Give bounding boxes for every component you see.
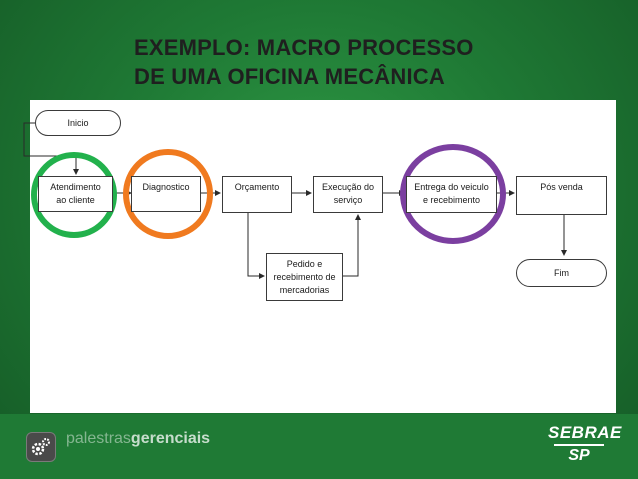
title-line-2: DE UMA OFICINA MECÂNICA bbox=[134, 64, 445, 89]
step-pos-venda: Pós venda bbox=[516, 176, 607, 215]
step-label: mercadorias bbox=[279, 285, 330, 295]
sebrae-logo-text: SEBRAE bbox=[548, 423, 622, 442]
step-atendimento: Atendimento ao cliente bbox=[38, 176, 113, 212]
step-label: e recebimento bbox=[422, 195, 481, 205]
start-label: Inicio bbox=[67, 117, 89, 128]
step-label: Diagnostico bbox=[142, 182, 190, 192]
step-label: ao cliente bbox=[56, 195, 95, 205]
step-label: recebimento de bbox=[273, 272, 336, 282]
step-label: Orçamento bbox=[234, 182, 280, 192]
footer-bar bbox=[0, 414, 638, 479]
step-orcamento: Orçamento bbox=[222, 176, 292, 213]
step-pedido-recebimento: Pedido e recebimento de mercadorias bbox=[266, 253, 343, 301]
gear-logo-icon bbox=[26, 432, 56, 462]
step-entrega: Entrega do veiculo e recebimento bbox=[406, 176, 497, 213]
step-label: Atendimento bbox=[50, 182, 101, 192]
brand-light-text: palestras bbox=[66, 430, 131, 447]
end-terminal: Fim bbox=[516, 259, 607, 287]
footer-brand: palestrasgerenciais bbox=[66, 430, 210, 448]
start-terminal: Inicio bbox=[35, 110, 121, 136]
background-watermark bbox=[10, 18, 22, 68]
title-line-1: EXEMPLO: MACRO PROCESSO bbox=[134, 35, 474, 60]
brand-bold-text: gerenciais bbox=[130, 430, 211, 447]
step-label: Pós venda bbox=[540, 182, 583, 192]
step-label: Entrega do veiculo bbox=[414, 182, 489, 192]
step-diagnostico: Diagnostico bbox=[131, 176, 201, 212]
end-label: Fim bbox=[554, 267, 569, 278]
slide-title: EXEMPLO: MACRO PROCESSO DE UMA OFICINA M… bbox=[134, 33, 538, 91]
step-label: Pedido e bbox=[286, 259, 323, 269]
sebrae-sp-logo: SEBRAE SP bbox=[548, 423, 622, 465]
step-label: Execução do bbox=[321, 182, 375, 192]
step-label: serviço bbox=[333, 195, 363, 205]
sebrae-logo-sp: SP bbox=[568, 447, 590, 464]
step-execucao: Execução do serviço bbox=[313, 176, 383, 213]
